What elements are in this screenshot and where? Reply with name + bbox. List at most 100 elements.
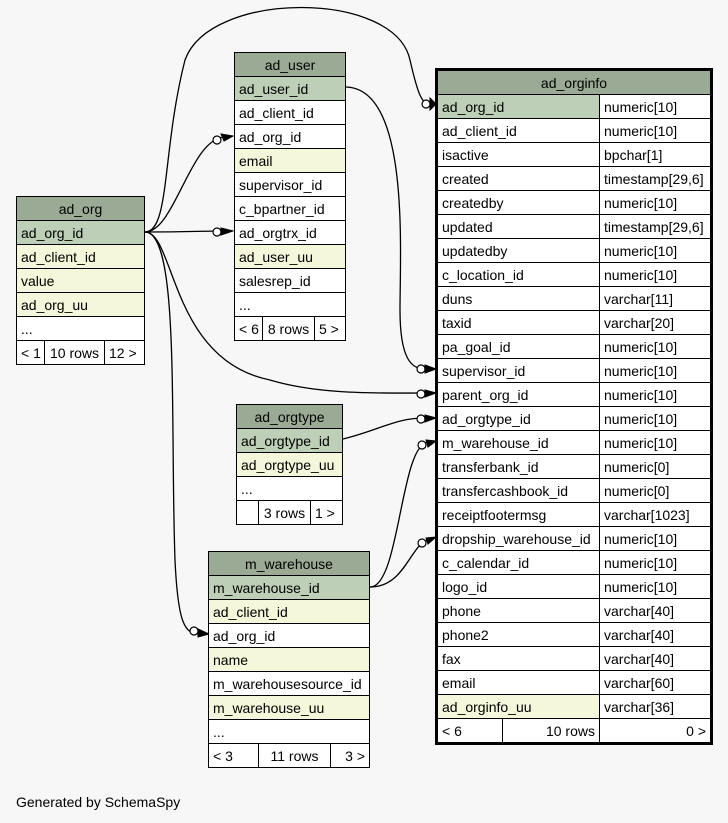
column-name[interactable]: ad_client_id [436, 118, 600, 143]
column-name[interactable]: updated [436, 214, 600, 239]
column-name[interactable]: updatedby [436, 238, 600, 263]
column-name[interactable]: phone2 [436, 622, 600, 647]
column-name[interactable]: email [436, 670, 600, 695]
column-name[interactable]: parent_org_id [436, 382, 600, 407]
column-row[interactable]: email [233, 148, 347, 173]
column-name[interactable]: logo_id [436, 574, 600, 599]
column-type: varchar[60] [598, 670, 713, 695]
column-row[interactable]: ad_client_id [208, 599, 370, 624]
column-row[interactable]: name [208, 647, 370, 672]
column-row[interactable]: m_warehouse_id [208, 575, 370, 600]
column-name[interactable]: transfercashbook_id [436, 478, 600, 503]
column-name[interactable]: isactive [436, 142, 600, 167]
column-name[interactable]: pa_goal_id [436, 334, 600, 359]
column-name[interactable]: c_calendar_id [436, 550, 600, 575]
column-row[interactable]: ad_orgtype_uu [235, 452, 344, 477]
column-row[interactable]: ad_user_uu [233, 244, 347, 269]
table-m-warehouse[interactable]: m_warehouse m_warehouse_id ad_client_id … [208, 551, 370, 768]
column-row[interactable]: m_warehousesource_id [208, 671, 370, 696]
column-name[interactable]: ad_orginfo_uu [436, 694, 600, 719]
column-row[interactable]: ad_org_id [16, 220, 145, 245]
column-name[interactable]: ad_orgtype_id [436, 406, 600, 431]
children-count[interactable]: 3 > [330, 743, 370, 768]
column-name[interactable]: supervisor_id [436, 358, 600, 383]
link-end-circle [416, 364, 426, 374]
column-name[interactable]: duns [436, 286, 600, 311]
column-row[interactable]: ad_orgtrx_id [233, 220, 347, 245]
column-row[interactable]: ad_client_id [16, 244, 145, 269]
column-row[interactable]: ad_orgtype_id [235, 428, 344, 453]
column-name[interactable]: dropship_warehouse_id [436, 526, 600, 551]
table-title[interactable]: ad_user [233, 52, 347, 77]
column-row[interactable]: m_warehouse_uu [208, 695, 370, 720]
children-count[interactable]: 1 > [309, 500, 344, 525]
column-row[interactable]: ad_user_id [233, 76, 347, 101]
column-row[interactable]: ad_org_uu [16, 292, 145, 317]
children-count[interactable]: 5 > [313, 316, 347, 341]
column-row[interactable]: supervisor_id [233, 172, 347, 197]
column-type: numeric[10] [598, 262, 713, 287]
column-row[interactable]: ad_org_id [233, 124, 347, 149]
column-row[interactable]: ad_org_id [208, 623, 370, 648]
column-name[interactable]: m_warehouse_id [436, 430, 600, 455]
column-name[interactable]: created [436, 166, 600, 191]
link-crowfoot [220, 133, 235, 142]
parents-count[interactable]: < 1 [16, 340, 45, 365]
table-ad-orgtype[interactable]: ad_orgtype ad_orgtype_id ad_orgtype_uu .… [235, 404, 344, 525]
column-row[interactable]: value [16, 268, 145, 293]
column-name[interactable]: receiptfootermsg [436, 502, 600, 527]
children-count[interactable]: 0 > [598, 718, 713, 744]
column-row[interactable]: salesrep_id [233, 268, 347, 293]
link-end-circle [417, 538, 427, 548]
parents-count[interactable]: < 6 [436, 718, 503, 744]
column-name[interactable]: taxid [436, 310, 600, 335]
children-count[interactable]: 12 > [104, 340, 145, 365]
column-name[interactable]: fax [436, 646, 600, 671]
column-name[interactable]: c_location_id [436, 262, 600, 287]
link-warehouse-dropship [369, 539, 429, 588]
column-name[interactable]: phone [436, 598, 600, 623]
parents-count[interactable]: < 3 [208, 743, 259, 768]
table-title[interactable]: m_warehouse [208, 551, 370, 576]
table-ad-user[interactable]: ad_user ad_user_id ad_client_id ad_org_i… [233, 52, 347, 341]
table-ad-org[interactable]: ad_org ad_org_id ad_client_id value ad_o… [16, 196, 145, 365]
table-title[interactable]: ad_org [16, 196, 145, 221]
column-name[interactable]: createdby [436, 190, 600, 215]
parents-count[interactable]: < 6 [234, 316, 263, 341]
column-name[interactable]: transferbank_id [436, 454, 600, 479]
table-title[interactable]: ad_orgtype [235, 404, 344, 429]
column-name[interactable]: ad_org_id [436, 94, 600, 119]
table-title[interactable]: ad_orginfo [435, 69, 713, 95]
column-row[interactable]: c_bpartner_id [233, 196, 347, 221]
link-crowfoot [220, 227, 235, 236]
column-row[interactable]: ad_client_id [233, 100, 347, 125]
